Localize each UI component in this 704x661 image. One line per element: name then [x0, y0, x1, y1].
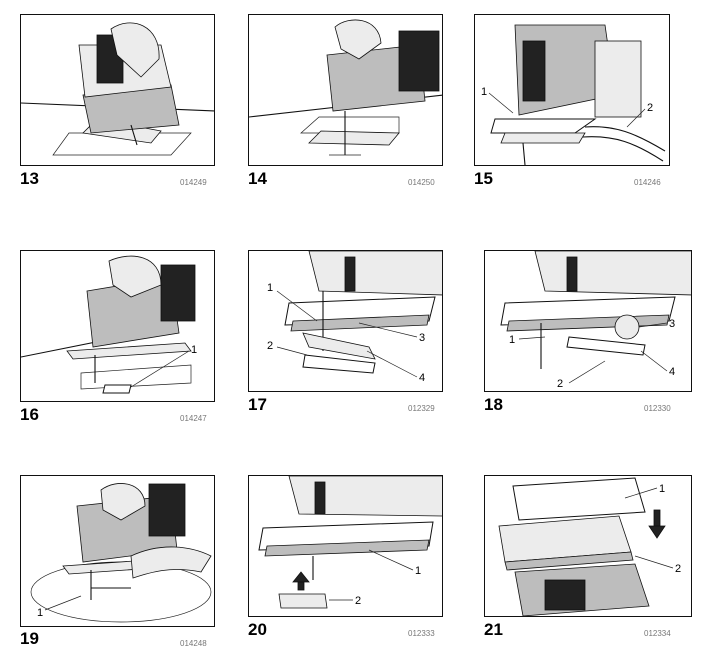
circular-guide-attaching-drawing: 1 2 3 4 [500, 251, 691, 390]
figure-number: 17 [248, 395, 267, 414]
figure-number: 18 [484, 395, 503, 414]
callout-1: 1 [267, 282, 273, 294]
figure-code: 012329 [408, 404, 435, 413]
callout-2: 2 [675, 563, 681, 575]
figure-15-illustration: 1 2 [474, 14, 670, 166]
figure-number: 19 [20, 629, 39, 648]
figure-number: 21 [484, 620, 503, 639]
figure-19-illustration: 1 [20, 475, 215, 627]
callout-2: 2 [355, 595, 361, 607]
figure-code: 012333 [408, 629, 435, 638]
rip-fence-attaching-drawing: 1 2 3 4 [267, 251, 442, 384]
callout-3: 3 [669, 318, 675, 330]
jigsaw-cutting-workpiece-drawing [249, 19, 442, 156]
callout-1: 1 [481, 86, 487, 98]
figure-number: 16 [20, 405, 39, 424]
callout-1: 1 [509, 334, 515, 346]
callout-3: 3 [419, 332, 425, 344]
figure-code: 014248 [180, 639, 207, 648]
callout-1: 1 [191, 344, 197, 356]
callout-1: 1 [415, 565, 421, 577]
callout-4: 4 [669, 366, 675, 378]
circular-cutting-drawing: 1 [30, 483, 212, 623]
figure-code: 012334 [644, 629, 671, 638]
dust-extraction-hose-drawing: 1 2 [481, 24, 666, 165]
figure-number: 13 [20, 169, 39, 188]
figure-14-illustration [248, 14, 443, 166]
callout-1: 1 [659, 483, 665, 495]
figure-18-illustration: 1 2 3 4 [484, 250, 692, 392]
rip-fence-guide-drawing: 1 [21, 255, 197, 394]
figure-number: 15 [474, 169, 493, 188]
figure-number: 20 [248, 620, 267, 639]
callout-1: 1 [37, 607, 43, 619]
figure-21-illustration: 1 2 [484, 475, 692, 617]
figure-16-illustration: 1 [20, 250, 215, 402]
callout-2: 2 [267, 340, 273, 352]
callout-2: 2 [647, 102, 653, 114]
callout-2: 2 [557, 378, 563, 390]
figure-code: 012330 [644, 404, 671, 413]
figure-code: 014246 [634, 178, 661, 187]
cover-plate-attaching-drawing: 1 2 [498, 477, 681, 616]
figure-code: 014250 [408, 178, 435, 187]
figure-code: 014249 [180, 178, 207, 187]
jigsaw-cutting-angle-drawing [21, 22, 214, 156]
anti-splintering-device-drawing: 1 2 [258, 476, 442, 609]
figure-code: 014247 [180, 414, 207, 423]
callout-4: 4 [419, 372, 425, 384]
figure-17-illustration: 1 2 3 4 [248, 250, 443, 392]
figure-20-illustration: 1 2 [248, 475, 443, 617]
figure-13-illustration [20, 14, 215, 166]
figure-number: 14 [248, 169, 267, 188]
